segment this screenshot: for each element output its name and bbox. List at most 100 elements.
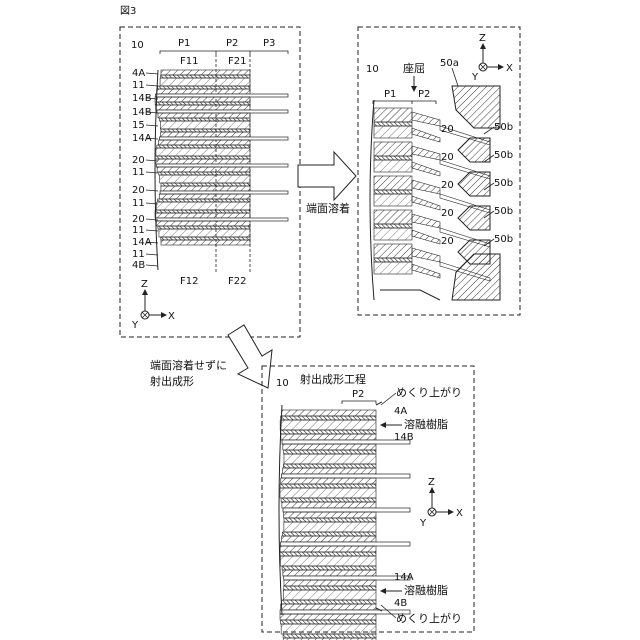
bottom-layer [284, 518, 376, 522]
tl-left-labels: 4A1114B14B1514A20112011201114A114B [132, 68, 158, 271]
bottom-layer-stack [279, 402, 410, 640]
bottom-tab [281, 542, 410, 546]
tl-left-label: 20 [132, 185, 145, 196]
tl-layer [160, 175, 250, 183]
tr-body-layer [374, 224, 412, 228]
figure-label: 図3 [120, 5, 136, 17]
tl-layer [161, 75, 250, 78]
tr-bent-layer [412, 230, 440, 244]
tl-layer [160, 78, 250, 86]
bottom-layer [283, 570, 376, 576]
bottom-layer [281, 434, 376, 440]
bottom-top-curl: めくり上がり [396, 385, 462, 399]
tr-body-layer [374, 122, 412, 126]
tl-layer [156, 221, 250, 226]
tl-left-label: 20 [132, 214, 145, 225]
tl-tab-layer [160, 191, 288, 194]
bottom-tab [282, 440, 410, 444]
tl-layer [155, 97, 250, 102]
right-arrow-label: 端面溶着 [306, 201, 350, 215]
tl-top-f21: F21 [228, 56, 246, 67]
tr-right-label: 50b [494, 150, 513, 161]
tl-layer [161, 129, 250, 132]
bottom-top-14b: 14B [394, 432, 414, 443]
bottom-layer [284, 512, 376, 518]
tr-mid-label: 20 [441, 180, 454, 191]
tr-body-layer [374, 142, 412, 156]
bottom-bot-curl: めくり上がり [396, 611, 462, 625]
tr-bent-layer [412, 112, 440, 126]
tr-bottom-edge [380, 290, 440, 300]
tl-layer [158, 140, 250, 145]
tl-layer [158, 86, 250, 89]
tl-layer [157, 145, 250, 148]
tr-body-layer [374, 262, 412, 274]
tr-body-layer [374, 126, 412, 138]
tl-leader [146, 190, 158, 191]
tl-leader [146, 265, 158, 266]
bottom-layer [282, 532, 376, 536]
bottom-layer [280, 546, 376, 552]
tl-leader [146, 254, 158, 255]
tl-layer [155, 210, 250, 213]
tr-body-layer [374, 244, 412, 258]
tr-body-layer [374, 190, 412, 194]
tr-body-layer [374, 228, 412, 240]
tr-body-layer [374, 210, 412, 224]
bottom-layer [284, 580, 376, 586]
down-arrow-label-2: 射出成形 [150, 374, 194, 388]
bottom-tab [283, 508, 410, 512]
tl-layer [159, 194, 250, 199]
bottom-bot-14a: 14A [394, 572, 414, 583]
bottom-bot-resin: 溶融樹脂 [404, 583, 448, 597]
tr-region-p2: P2 [418, 89, 430, 100]
tl-region-p1: P1 [178, 38, 190, 49]
tl-layer [157, 167, 250, 172]
panel-top-left: 10 P1 P2 P3 F11 F21 F12 F22 4A1114B14B15… [120, 27, 300, 337]
tr-body-layer [374, 194, 412, 206]
tr-seat-label: 座屈 [403, 61, 425, 75]
tl-leader [146, 85, 158, 86]
tr-bent-layer [412, 146, 440, 160]
bottom-layer [281, 498, 376, 502]
tr-axis-x: X [506, 63, 513, 74]
bottom-layer [284, 522, 376, 532]
tl-left-label: 15 [132, 120, 145, 131]
tl-layer [155, 156, 250, 159]
tl-layer [157, 89, 250, 94]
tl-leader [146, 73, 158, 74]
bottom-layer [284, 586, 376, 590]
tr-ref-label: 10 [366, 64, 379, 75]
tl-layer [158, 226, 250, 229]
bottom-layer [284, 450, 376, 454]
bottom-ref-label: 10 [276, 378, 289, 389]
bottom-layer [281, 620, 376, 624]
bottom-layer [280, 484, 376, 488]
tl-layer-stack [155, 70, 288, 270]
tr-right-label: 50b [494, 122, 513, 133]
tr-die-label: 50a [440, 58, 459, 69]
tl-layer [157, 202, 250, 210]
tl-left-label: 4A [132, 68, 145, 79]
tl-layer [155, 159, 250, 164]
arrow-injection-without-welding: 端面溶着せずに 射出成形 [150, 325, 272, 388]
tl-left-label: 11 [132, 167, 145, 178]
tl-leader [146, 172, 158, 173]
tl-left-label: 11 [132, 249, 145, 260]
bottom-layer [281, 624, 376, 634]
tl-tab-layer [156, 164, 288, 167]
tr-axes: Z Y X [471, 33, 513, 83]
tl-ref-label: 10 [131, 40, 144, 51]
tl-layer [159, 229, 250, 237]
tl-tab-layer [157, 110, 288, 113]
tl-leader [146, 125, 158, 126]
tl-axes: Z Y X [131, 279, 175, 331]
bottom-layer [283, 468, 376, 474]
tr-right-label: 50b [494, 178, 513, 189]
tl-left-label: 11 [132, 198, 145, 209]
tr-die-tooth [458, 206, 490, 230]
bottom-region-p2: P2 [352, 389, 364, 400]
tr-body-layer [374, 176, 412, 190]
arrow-end-face-welding: 端面溶着 [298, 152, 356, 215]
